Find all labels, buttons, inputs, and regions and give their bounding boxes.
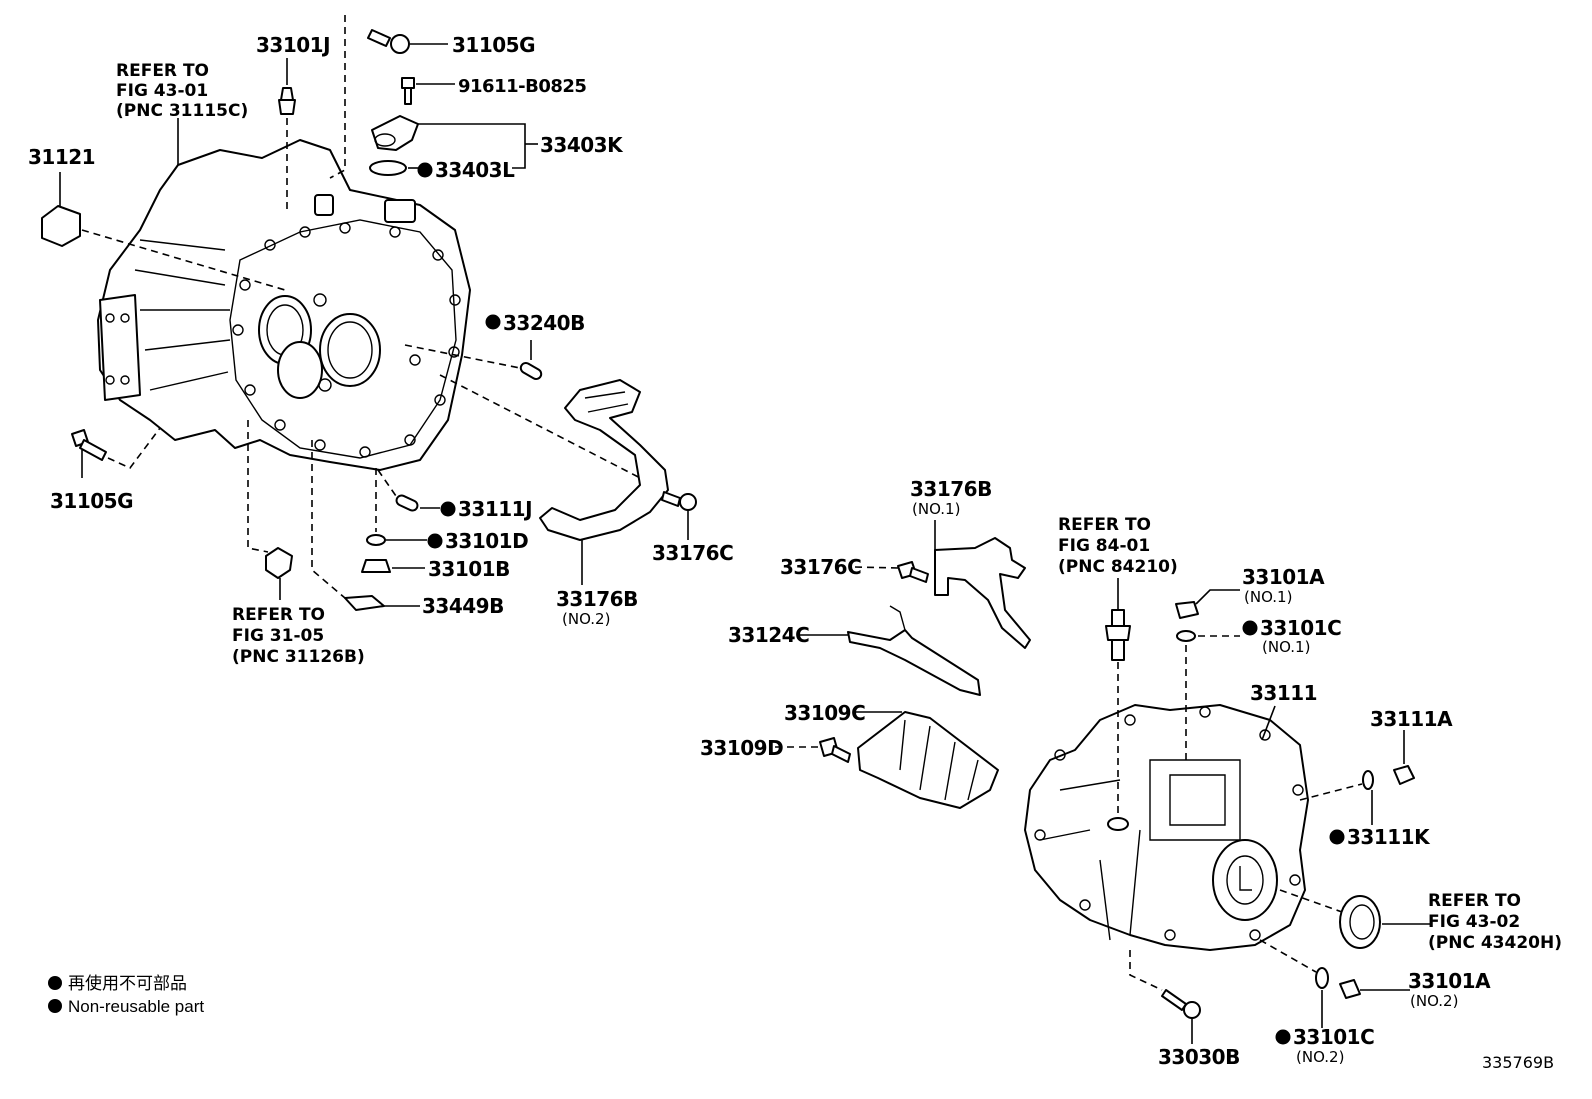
label-33101A-no2: 33101A	[1408, 969, 1491, 993]
refer-line: (PNC 31126B)	[232, 647, 365, 667]
refer-line: FIG 31-05	[232, 626, 324, 646]
label-33030B: 33030B	[1158, 1045, 1240, 1069]
label-91611-B0825: 91611-B0825	[458, 76, 586, 97]
refer-line: FIG 84-01	[1058, 536, 1150, 556]
non-reusable-mark	[485, 314, 501, 330]
refer-line: FIG 43-02	[1428, 912, 1520, 932]
label-33101B: 33101B	[428, 557, 510, 581]
legend-bullet-icon	[48, 999, 62, 1013]
plug-33111A	[1299, 730, 1415, 825]
label-33101C-no1: 33101C	[1260, 616, 1341, 640]
plug-33101A-no2	[1259, 939, 1410, 1028]
bushing-31121	[41, 172, 286, 291]
label-33101C-no2-sub: (NO.2)	[1296, 1048, 1344, 1066]
bolt-33030B	[1129, 950, 1201, 1044]
refer-line: REFER TO	[232, 605, 325, 625]
label-33101C-no2: 33101C	[1293, 1025, 1374, 1049]
refer-to-fig-31-05: REFER TO FIG 31-05 (PNC 31126B)	[232, 605, 365, 667]
label-33176B-no1: 33176B	[910, 477, 992, 501]
cover-33109C	[856, 711, 999, 809]
plug-33101B	[361, 559, 425, 573]
bushing-ref-31126B	[247, 420, 293, 600]
plug-33101A-no1	[1175, 589, 1240, 760]
label-33111A: 33111A	[1370, 707, 1453, 731]
label-33109C: 33109C	[784, 701, 865, 725]
refer-line: FIG 43-01	[116, 81, 208, 101]
label-33101J: 33101J	[256, 33, 330, 57]
plug-33101J	[278, 58, 296, 212]
refer-line: REFER TO	[1428, 891, 1521, 911]
pin-33240B	[404, 340, 543, 380]
bolt-91611-B0825	[401, 77, 455, 105]
bolt-31105G-top	[367, 29, 448, 54]
sensor-ref-84210	[1105, 578, 1131, 816]
legend: 再使用不可部品 Non-reusable part	[48, 973, 204, 1016]
label-33111J: 33111J	[458, 497, 532, 521]
oil-seal-ref-43420H	[1279, 889, 1430, 949]
bracket-33176B-no1	[934, 520, 1031, 649]
label-33240B: 33240B	[503, 311, 585, 335]
refer-to-fig-43-02: REFER TO FIG 43-02 (PNC 43420H)	[1428, 891, 1562, 953]
bracket-33176B-no2	[539, 379, 669, 585]
label-33109D: 33109D	[700, 736, 783, 760]
label-33101A-no1: 33101A	[1242, 565, 1325, 589]
label-33101A-no1-sub: (NO.1)	[1244, 588, 1292, 606]
strainer-33449B	[311, 440, 420, 611]
figure-id: 335769B	[1482, 1053, 1554, 1072]
bolt-33176C-right	[661, 491, 697, 540]
plate-33124C	[800, 605, 981, 696]
label-33403L: 33403L	[435, 158, 515, 182]
label-33124C: 33124C	[728, 623, 809, 647]
non-reusable-mark	[440, 501, 456, 517]
refer-line: REFER TO	[116, 61, 209, 81]
label-33176B-no2-sub: (NO.2)	[562, 610, 610, 628]
label-31121: 31121	[28, 145, 95, 169]
part-labels: 33101J 31105G 91611-B0825 33403K 33403L …	[28, 33, 1492, 1069]
label-33111K: 33111K	[1347, 825, 1431, 849]
label-33403K: 33403K	[540, 133, 624, 157]
refer-line: REFER TO	[1058, 515, 1151, 535]
legend-jp: 再使用不可部品	[68, 973, 187, 993]
label-33101A-no2-sub: (NO.2)	[1410, 992, 1458, 1010]
non-reusable-mark	[1275, 1029, 1291, 1045]
label-33176C-right: 33176C	[652, 541, 733, 565]
label-33176B-no1-sub: (NO.1)	[912, 500, 960, 518]
label-33111: 33111	[1250, 681, 1317, 705]
pin-33111J	[377, 469, 440, 512]
refer-line: (PNC 84210)	[1058, 557, 1178, 577]
non-reusable-mark	[417, 162, 433, 178]
bolt-33109D	[775, 737, 851, 763]
transaxle-case-drawing	[1024, 704, 1309, 951]
legend-bullet-icon	[48, 976, 62, 990]
label-33449B: 33449B	[422, 594, 504, 618]
refer-line: (PNC 31115C)	[116, 101, 248, 121]
label-33176B-no2: 33176B	[556, 587, 638, 611]
non-reusable-mark	[1329, 829, 1345, 845]
label-33101C-no1-sub: (NO.1)	[1262, 638, 1310, 656]
refer-to-fig-43-01: REFER TO FIG 43-01 (PNC 31115C)	[116, 61, 248, 121]
transaxle-housing-drawing	[97, 139, 471, 471]
refer-line: (PNC 43420H)	[1428, 933, 1562, 953]
label-33176C-left: 33176C	[780, 555, 861, 579]
bolt-31105G-left	[71, 427, 161, 478]
bolt-33176C-left	[854, 561, 929, 583]
legend-en: Non-reusable part	[68, 997, 204, 1016]
label-33101D: 33101D	[445, 529, 528, 553]
non-reusable-mark	[1242, 620, 1258, 636]
label-31105G-left: 31105G	[50, 489, 133, 513]
label-31105G-top: 31105G	[452, 33, 535, 57]
sensor-33403K	[369, 115, 538, 176]
refer-to-fig-84-01: REFER TO FIG 84-01 (PNC 84210)	[1058, 515, 1178, 577]
non-reusable-mark	[427, 533, 443, 549]
washer-33101D	[366, 468, 427, 546]
